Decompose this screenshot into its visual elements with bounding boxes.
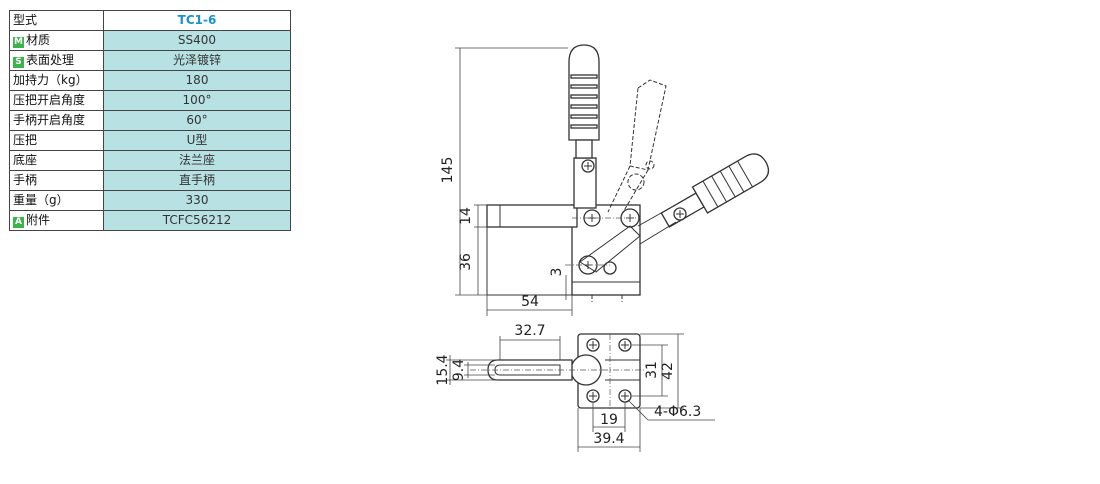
dim-base-width-v: 42: [660, 362, 676, 380]
clamp-arm: [486, 204, 578, 228]
spec-label: 加持力（kg）: [9, 70, 104, 91]
handle-open-dashed: [629, 79, 667, 171]
spec-label-text: 附件: [26, 213, 51, 227]
spec-value: 60°: [103, 110, 291, 131]
dim-hole-spacing-h: 19: [600, 412, 618, 428]
dim-base-height: 36: [458, 253, 474, 271]
spec-label: 压把开启角度: [9, 90, 104, 111]
spec-label-text: 手柄: [13, 173, 38, 187]
spec-row: 压把开启角度 100°: [9, 90, 291, 111]
spec-row: 底座 法兰座: [9, 150, 291, 171]
spec-label-text: 手柄开启角度: [13, 113, 86, 127]
spec-label-text: 材质: [26, 33, 51, 47]
spec-value: 法兰座: [103, 150, 291, 171]
dim-base-depth: 54: [521, 294, 539, 310]
handle-grip-open: [660, 153, 770, 228]
side-view: 145 14 36 3 54: [440, 44, 770, 316]
top-view: 32.7 15.4 9.4 31 42 19 39.4 4-Φ6.3: [435, 323, 715, 452]
spec-label-text: 压把: [13, 133, 38, 147]
spec-label-text: 重量（g）: [13, 193, 69, 207]
dim-gap: 3: [549, 268, 565, 277]
dim-arm-length: 32.7: [514, 323, 545, 339]
spec-value: SS400: [103, 30, 291, 51]
dim-arm-thickness: 14: [458, 207, 474, 225]
dim-arm-width-inner: 9.4: [451, 359, 467, 381]
spec-label: 压把: [9, 130, 104, 151]
spec-label-text: 型式: [13, 13, 38, 27]
spec-value: 330: [103, 190, 291, 211]
spec-row: 加持力（kg）180: [9, 70, 291, 91]
dim-hole-spacing-v: 31: [644, 361, 660, 379]
spec-value: 直手柄: [103, 170, 291, 191]
spec-label-text: 加持力（kg）: [13, 73, 88, 87]
spec-label: 型式: [9, 10, 104, 31]
spec-badge: S: [13, 57, 24, 68]
spec-row: 手柄 直手柄: [9, 170, 291, 191]
spec-value: 光泽镀锌: [103, 50, 291, 71]
spec-badge: M: [13, 37, 24, 48]
spec-label-text: 压把开启角度: [13, 93, 86, 107]
spec-label: 手柄开启角度: [9, 110, 104, 131]
dim-height-total: 145: [440, 157, 456, 184]
spec-value: 100°: [103, 90, 291, 111]
spec-label: 手柄: [9, 170, 104, 191]
dim-arm-width-outer: 15.4: [435, 354, 451, 385]
spec-row: 手柄开启角度 60°: [9, 110, 291, 131]
spec-label-text: 底座: [13, 153, 38, 167]
hole-callout: 4-Φ6.3: [654, 404, 701, 420]
spec-label-text: 表面处理: [26, 53, 75, 67]
spec-label: 底座: [9, 150, 104, 171]
dim-base-width-h: 39.4: [593, 431, 624, 447]
spec-value: TCFC56212: [103, 210, 291, 231]
spec-badge: A: [13, 217, 24, 228]
